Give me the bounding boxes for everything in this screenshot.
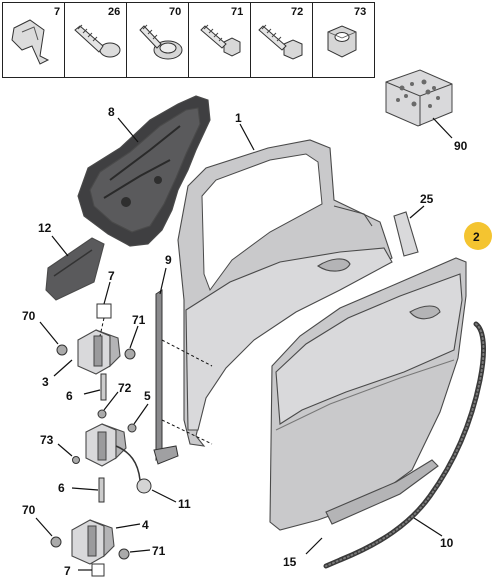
callout-6a: 6 [66, 389, 73, 403]
corner-trim [393, 211, 419, 257]
callout-2: 2 [473, 230, 480, 244]
bolt-icon [72, 456, 80, 464]
callout-15: 15 [283, 555, 297, 569]
callout-1: 1 [235, 111, 242, 125]
highlight-badge: 2 [464, 222, 492, 250]
callout-73: 73 [40, 433, 54, 447]
bolt-icon [124, 348, 136, 360]
callout-12: 12 [38, 221, 52, 235]
bolt-icon [56, 344, 68, 356]
bolt-icon [127, 423, 137, 433]
callout-6b: 6 [58, 481, 65, 495]
bolt-icon [50, 536, 62, 548]
header-part-label: 72 [291, 6, 303, 18]
hex-nut-icon [327, 25, 357, 58]
lower-trim-strip [325, 459, 439, 525]
trim-panel [45, 237, 105, 301]
callout-7a: 7 [108, 269, 115, 283]
bolt-icon [118, 548, 130, 560]
lower-hinge [71, 519, 115, 565]
hex-bolt-icon [258, 24, 303, 60]
callout-71a: 71 [132, 313, 146, 327]
callout-11: 11 [178, 497, 191, 511]
header-part-label: 73 [354, 6, 366, 18]
callout-5: 5 [144, 389, 151, 403]
strap-cable [115, 445, 152, 494]
callout-72: 72 [118, 381, 132, 395]
callout-7b: 7 [64, 564, 71, 578]
clip-icon [11, 19, 50, 65]
door-check-strap [85, 423, 127, 467]
flange-screw-icon [139, 24, 183, 60]
hex-bolt-icon [200, 24, 241, 57]
door-outer-panel [269, 257, 467, 531]
upper-hinge [77, 329, 121, 375]
callout-71b: 71 [152, 544, 166, 558]
header-part-label: 26 [108, 6, 120, 18]
fastener-kit-box [385, 69, 453, 127]
callout-8: 8 [108, 105, 115, 119]
callout-4: 4 [142, 518, 149, 532]
hinge-pin-icon [98, 477, 105, 503]
header-part-label: 71 [231, 6, 243, 18]
window-guide-strip [153, 289, 179, 465]
header-part-label: 70 [169, 6, 181, 18]
callout-9: 9 [165, 253, 172, 267]
header-parts-strip: 7 26 70 71 72 [2, 2, 375, 78]
door-inner-frame [177, 139, 393, 447]
callout-10: 10 [440, 536, 454, 550]
callout-3: 3 [42, 375, 49, 389]
door-inner-module [77, 95, 211, 247]
placeholder-part-box [96, 303, 112, 319]
callout-25: 25 [420, 192, 434, 206]
callout-90: 90 [454, 139, 468, 153]
callout-70a: 70 [22, 309, 36, 323]
screw-icon [74, 24, 121, 58]
placeholder-part-box [91, 563, 105, 577]
weather-seal [323, 321, 486, 569]
bolt-icon [97, 409, 107, 419]
hinge-pin-icon [100, 373, 107, 401]
header-part-label: 7 [54, 6, 60, 18]
callout-70b: 70 [22, 503, 36, 517]
